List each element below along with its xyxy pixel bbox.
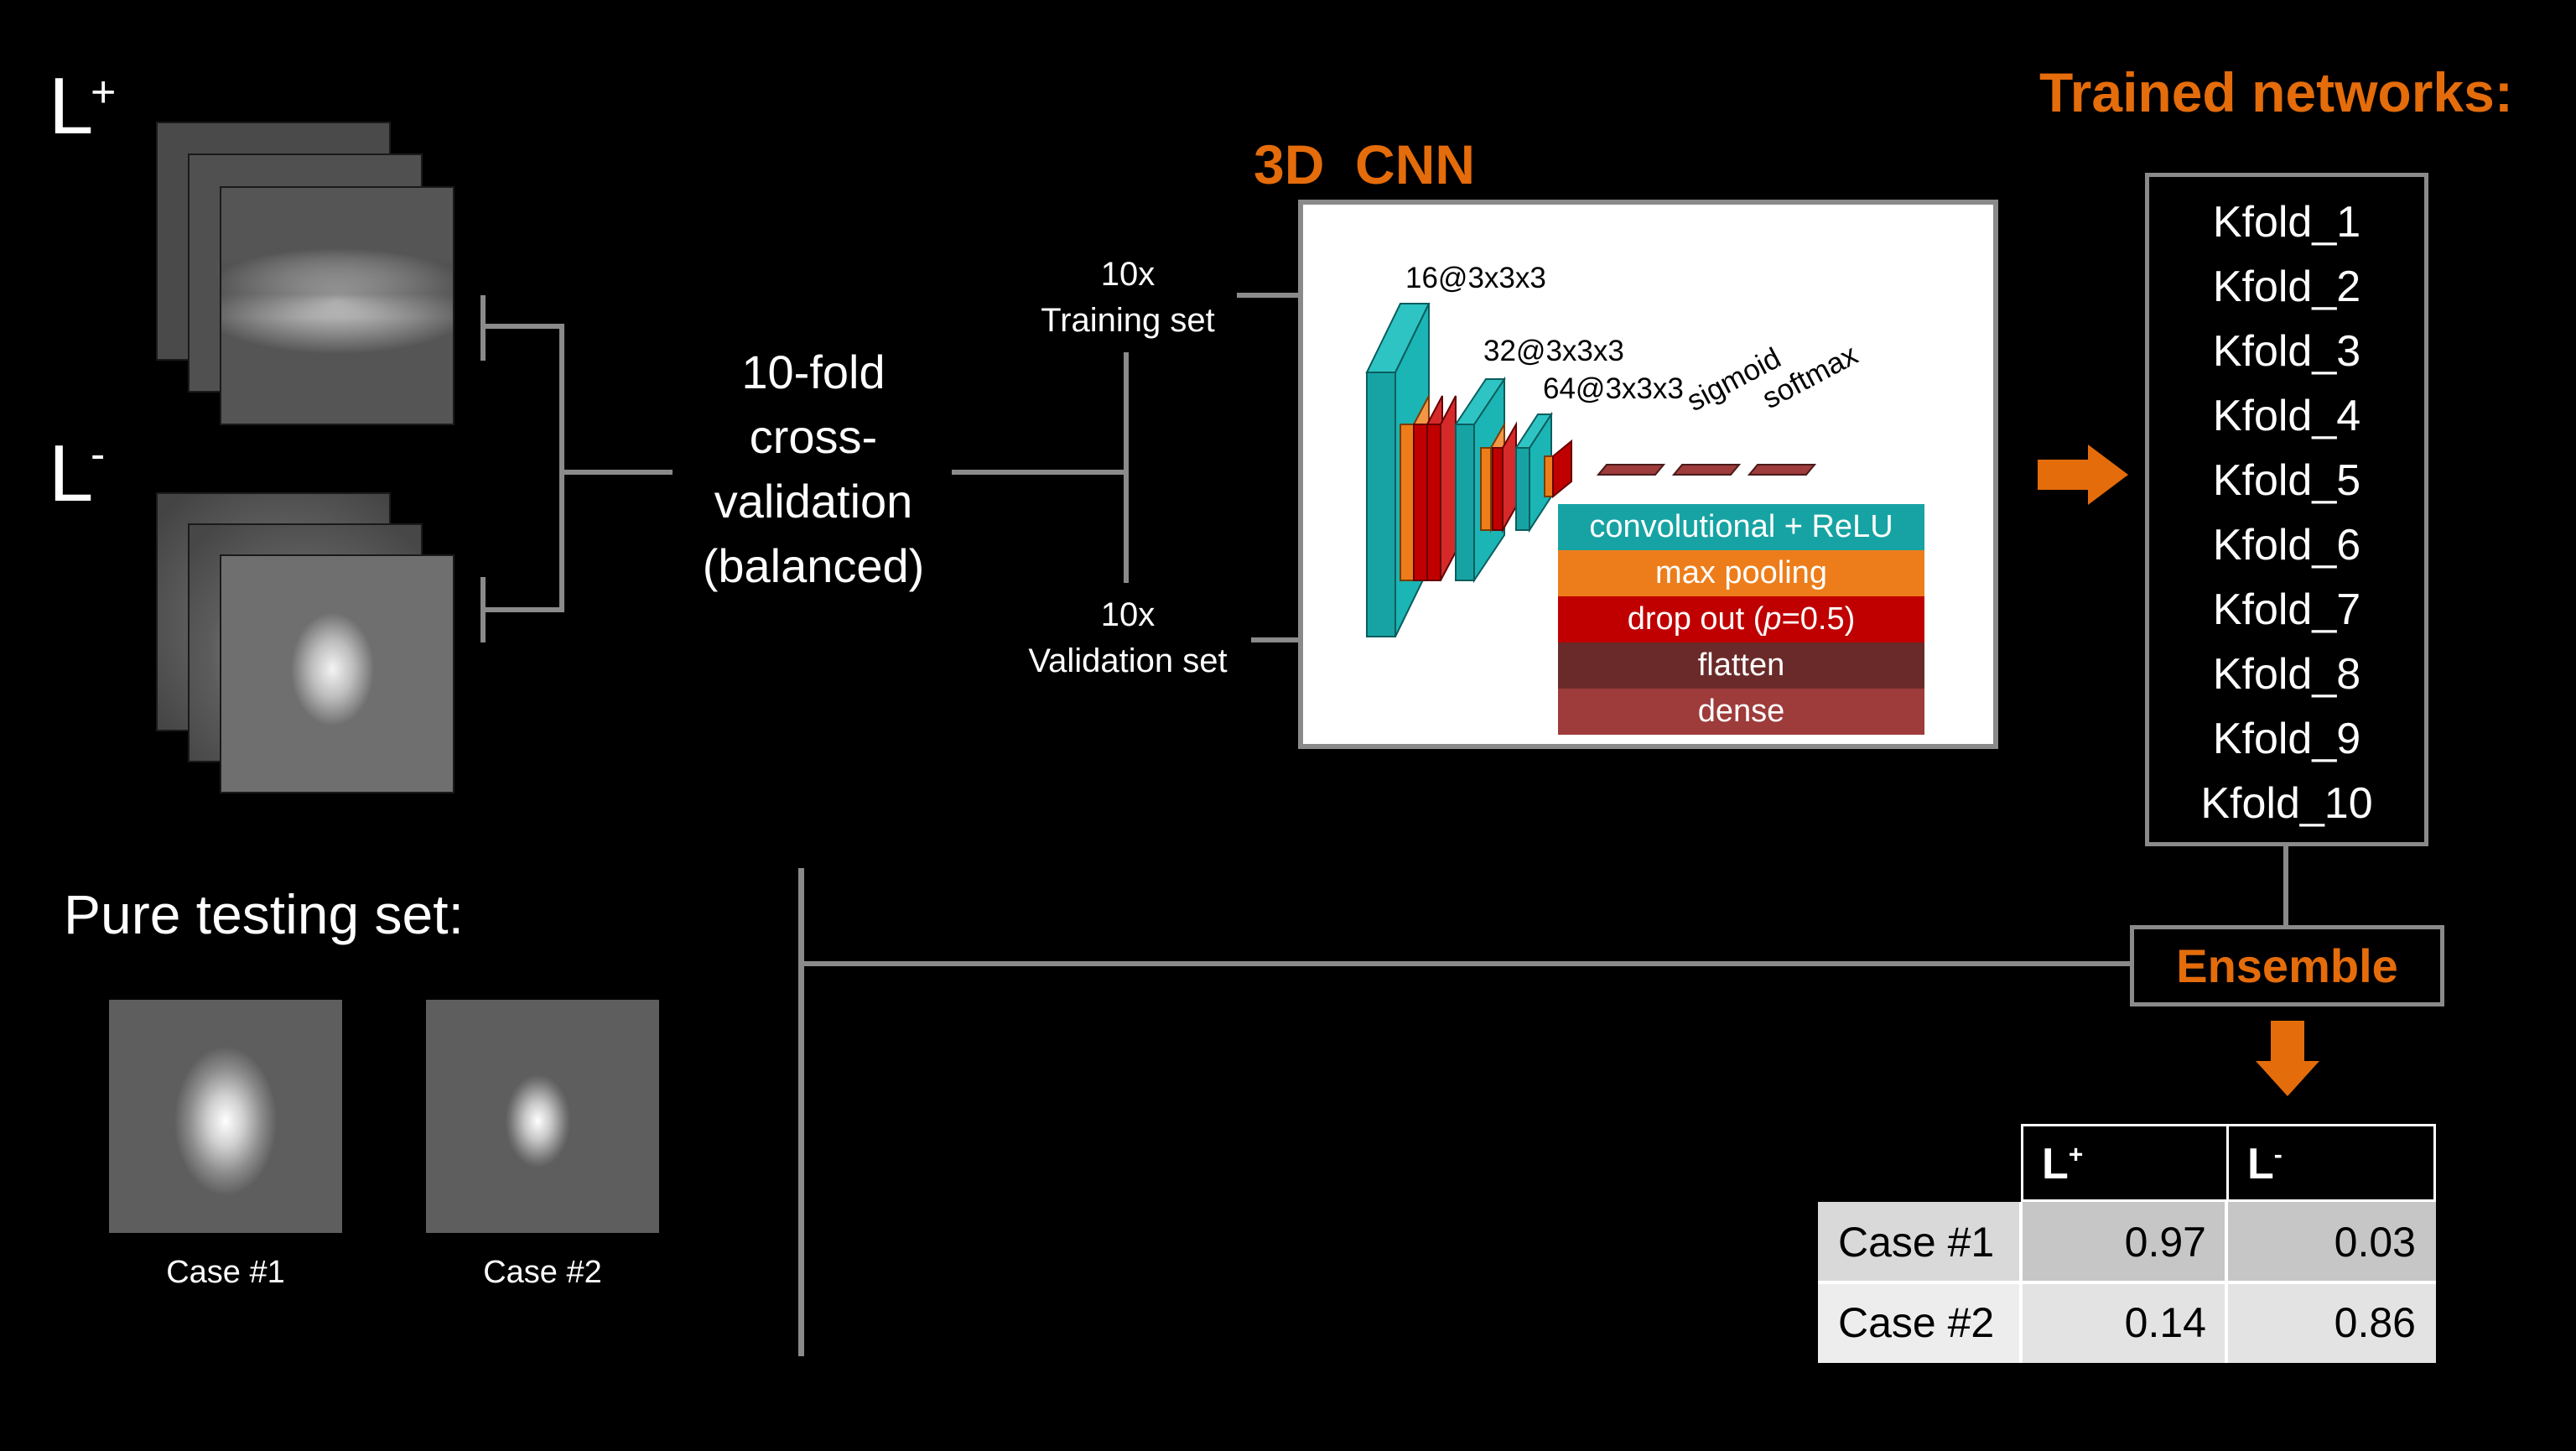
- negative-patch-front: [220, 554, 454, 793]
- legend-pool-text: max pooling: [1655, 555, 1827, 590]
- dense-layers: [1596, 464, 1817, 476]
- validation-name: Validation set: [1028, 642, 1228, 679]
- testing-vertical: [798, 868, 804, 1356]
- results-divider-v1: [2019, 1202, 2023, 1363]
- test-case1-label: Case #1: [166, 1255, 285, 1290]
- legend-dropout: drop out (p=0.5): [1558, 596, 1924, 642]
- legend-pool: max pooling: [1558, 550, 1924, 596]
- training-connector: [1237, 293, 1300, 298]
- row2-lminus: 0.86: [2226, 1282, 2436, 1363]
- positive-patch-front: [220, 186, 454, 425]
- layer1-label: 16@3x3x3: [1405, 262, 1546, 294]
- results-row-1: Case #1 0.97 0.03: [1818, 1202, 2436, 1282]
- cnn-title: 3D CNN: [1254, 133, 1476, 195]
- kfold-item: Kfold_5: [2212, 456, 2361, 505]
- kfold-item: Kfold_2: [2212, 263, 2361, 311]
- layer-legend: convolutional + ReLU max pooling drop ou…: [1558, 504, 1924, 735]
- training-count: 10x: [1100, 256, 1156, 293]
- legend-flatten-text: flatten: [1697, 647, 1785, 683]
- bracket-top-h: [480, 324, 564, 329]
- test-case1-image: [109, 1000, 342, 1233]
- testing-set-title: Pure testing set:: [64, 883, 464, 945]
- kfold-item: Kfold_9: [2212, 715, 2361, 763]
- testing-to-ensemble: [798, 961, 2132, 966]
- results-header-lminus-text: L-: [2247, 1140, 2283, 1189]
- results-row-2: Case #2 0.14 0.86: [1818, 1282, 2436, 1363]
- bracket-to-cv: [559, 470, 673, 475]
- results-header-lplus: L+: [2021, 1124, 2229, 1202]
- legend-dropout-p: p: [1763, 601, 1782, 637]
- training-set-label: 10x Training set: [1019, 252, 1237, 344]
- results-divider-v2: [2225, 1202, 2228, 1363]
- conv1-front: [1366, 372, 1396, 637]
- validation-set-label: 10x Validation set: [1006, 592, 1249, 684]
- legend-conv: convolutional + ReLU: [1558, 504, 1924, 550]
- bracket-vertical: [559, 324, 564, 612]
- legend-dense-text: dense: [1697, 694, 1785, 729]
- layer3-label: 64@3x3x3: [1543, 372, 1684, 405]
- kfold-item: Kfold_6: [2212, 521, 2361, 569]
- class-label-positive: L: [49, 60, 93, 153]
- row2-lplus: 0.14: [2021, 1282, 2226, 1363]
- class-label-negative: L: [49, 428, 93, 520]
- results-header-lplus-text: L+: [2042, 1140, 2084, 1189]
- pool-drop-2: [1480, 421, 1517, 533]
- pool-drop-3: [1544, 439, 1572, 499]
- legend-flatten: flatten: [1558, 642, 1924, 689]
- kfold-item: Kfold_3: [2212, 327, 2361, 376]
- arrow-down-icon: [2256, 1021, 2319, 1096]
- kfold-item: Kfold_1: [2212, 198, 2361, 247]
- cv-line2: cross-: [749, 410, 878, 463]
- row1-lplus: 0.97: [2021, 1202, 2226, 1282]
- training-name: Training set: [1041, 302, 1215, 339]
- cv-text: 10-fold cross- validation (balanced): [671, 340, 956, 598]
- row2-case: Case #2: [1818, 1282, 2021, 1363]
- conv1-top: [1365, 303, 1431, 373]
- ensemble-box: Ensemble: [2130, 925, 2444, 1006]
- kfold-item: Kfold_10: [2200, 779, 2373, 828]
- class-label-negative-base: L: [49, 429, 94, 518]
- legend-dense: dense: [1558, 689, 1924, 735]
- test-case2-label: Case #2: [483, 1255, 602, 1290]
- cv-to-split: [952, 470, 1128, 475]
- cv-line1: 10-fold: [741, 346, 886, 398]
- test-case2-image: [426, 1000, 659, 1233]
- class-label-positive-base: L: [49, 61, 94, 151]
- kfold-item: Kfold_4: [2212, 392, 2361, 440]
- legend-dropout-tail: =0.5): [1781, 601, 1856, 637]
- trained-to-ensemble: [2283, 845, 2288, 928]
- results-header-lminus: L-: [2226, 1124, 2436, 1202]
- cnn-box: 16@3x3x3 32@3x3x3 64@3x3x3 sigmoid softm…: [1298, 200, 1998, 749]
- kfold-item: Kfold_7: [2212, 585, 2361, 634]
- cv-line4: (balanced): [702, 539, 925, 592]
- row1-lminus: 0.03: [2226, 1202, 2436, 1282]
- row1-case: Case #1: [1818, 1202, 2021, 1282]
- kfold-item: Kfold_8: [2212, 650, 2361, 699]
- split-vertical: [1124, 352, 1129, 583]
- class-label-negative-sup: -: [91, 430, 106, 479]
- legend-dropout-text: drop out (: [1627, 601, 1764, 637]
- validation-connector: [1251, 637, 1300, 642]
- legend-conv-text: convolutional + ReLU: [1589, 509, 1893, 544]
- layer2-label: 32@3x3x3: [1483, 335, 1624, 367]
- cv-line3: validation: [714, 475, 913, 528]
- trained-networks-title: Trained networks:: [2039, 61, 2513, 123]
- trained-networks-box: Kfold_1 Kfold_2 Kfold_3 Kfold_4 Kfold_5 …: [2145, 173, 2428, 846]
- bracket-bottom-h: [480, 607, 564, 612]
- results-divider-1: [1818, 1281, 2436, 1284]
- class-label-positive-sup: +: [91, 68, 117, 117]
- validation-count: 10x: [1100, 596, 1156, 633]
- pool-drop-1: [1400, 395, 1457, 581]
- cnn-architecture-diagram: [1365, 303, 1817, 637]
- arrow-right-icon: [2038, 445, 2128, 505]
